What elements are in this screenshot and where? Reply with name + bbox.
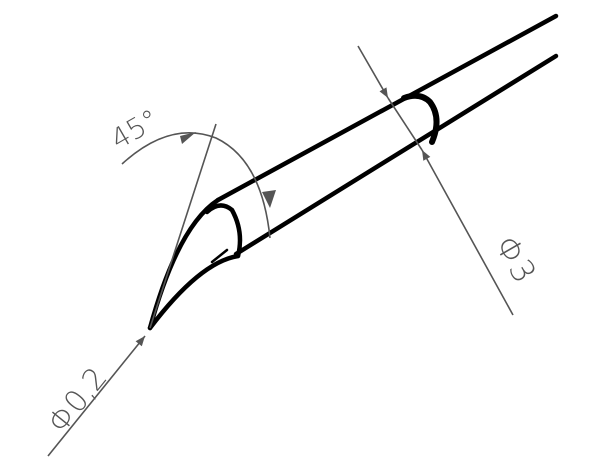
- shank-lower-edge: [233, 53, 559, 257]
- shaft-leader-top: [357, 45, 389, 99]
- tip-outline: [147, 13, 559, 331]
- shaft-diameter-label: Φ3: [487, 229, 544, 289]
- tip-diameter-dimension: [47, 335, 146, 457]
- angle-label: 45°: [105, 103, 164, 156]
- shank-upper-edge: [215, 13, 559, 203]
- collar-end: [401, 92, 440, 145]
- tip-upper-curve: [147, 197, 221, 331]
- shaft-diameter-dimension: [357, 45, 514, 316]
- bevel-inner-line: [210, 248, 229, 264]
- tip-lower-curve: [147, 253, 241, 331]
- shaft-dimension-span: [387, 97, 423, 151]
- angle-reference-line: [149, 123, 217, 329]
- angle-dimension: [121, 123, 276, 329]
- angle-arrowhead-1: [180, 132, 196, 144]
- tip-diameter-label: Φ0,2: [41, 361, 114, 440]
- bevel-face: [204, 203, 243, 259]
- tip-leader-line: [47, 335, 146, 457]
- shaft-leader-bottom: [421, 149, 514, 316]
- angle-arc: [121, 131, 271, 239]
- angle-arrowhead-2: [262, 190, 276, 208]
